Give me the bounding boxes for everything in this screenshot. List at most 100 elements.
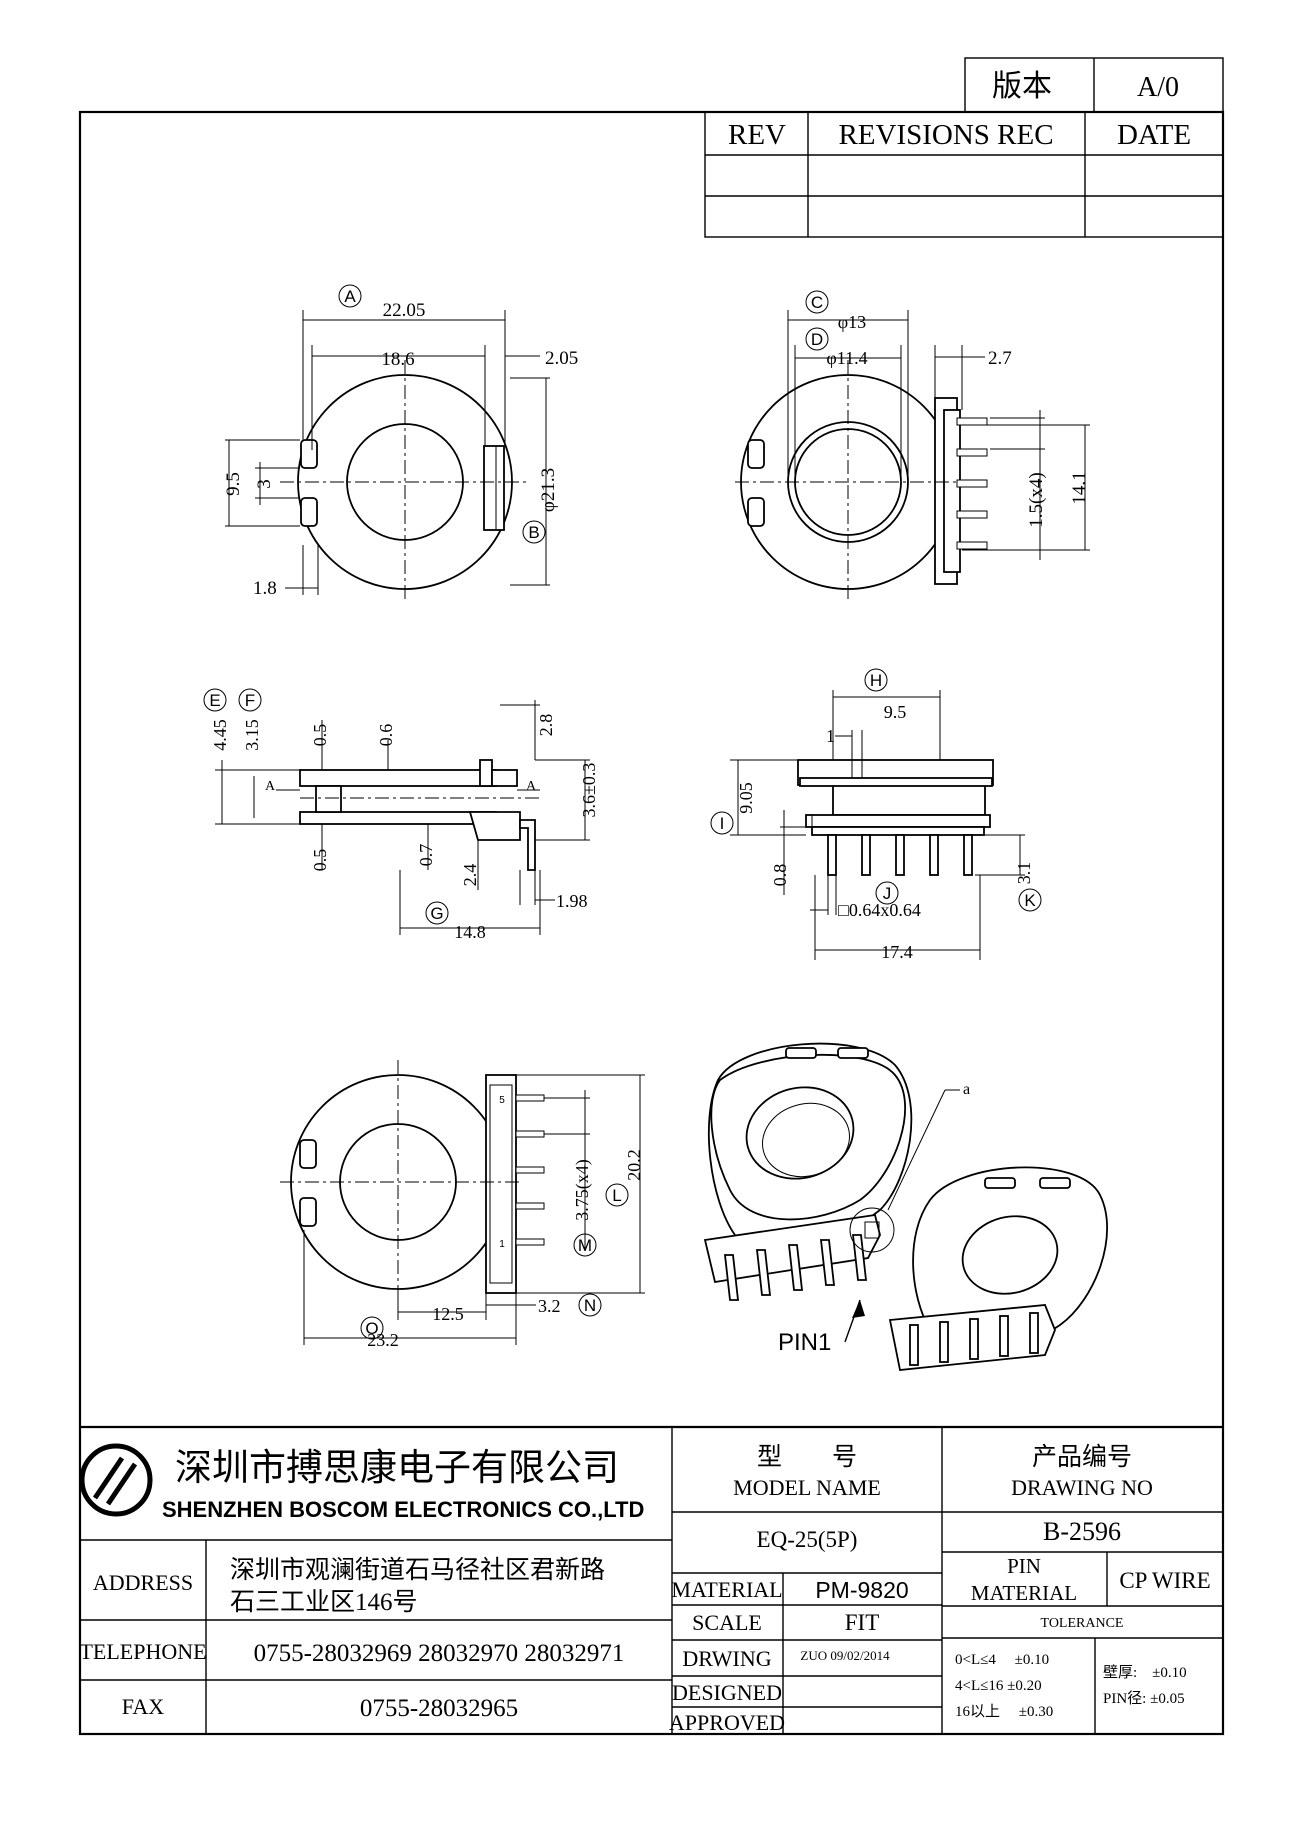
dim-3-75x4: 3.75(x4) [572,1159,593,1221]
sheet-border [78,110,1225,1736]
fax-value: 0755-28032965 [360,1695,518,1722]
dim-0-7: 0.7 [416,844,436,867]
iso-pin1-label: PIN1 [778,1329,831,1356]
dim-1-8: 1.8 [253,578,277,599]
label-k: K [1024,891,1036,910]
dim-1-5x4: 1.5(x4) [1026,472,1047,527]
label-b: B [528,523,539,542]
version-block: 版本 A/0 [964,57,1224,113]
version-value: A/0 [1137,72,1179,103]
company-name-en: SHENZHEN BOSCOM ELECTRONICS CO.,LTD [162,1497,644,1522]
dim-3-2: 3.2 [538,1296,561,1316]
dim-3: 3 [254,479,275,489]
dim-2-05: 2.05 [545,348,578,369]
scale-label: SCALE [692,1610,762,1635]
dim-1-98: 1.98 [556,891,588,911]
tolerance-row-3: 16以上 ±0.30 [955,1703,1053,1720]
dim-2-7: 2.7 [988,348,1012,369]
label-f: F [245,691,255,710]
address-line-2: 石三工业区146号 [230,1588,418,1616]
model-name-en: MODEL NAME [733,1475,881,1500]
label-o: O [365,1319,378,1338]
drawing-no-cn: 产品编号 [1032,1443,1132,1471]
dim-0-8: 0.8 [770,864,790,887]
view-top-left: 22.05 18.6 2.05 φ21.3 B 9.5 3 1.8 A [223,284,578,600]
dim-18-6: 18.6 [381,349,414,370]
view-bottom: 5 1 3.75(x4) M 20.2 L 12.5 3.2 N 23.2 O [280,1060,645,1350]
drawing-no-value: B-2596 [1043,1517,1121,1546]
telephone-label: TELEPHONE [79,1639,206,1664]
material-value: PM-9820 [815,1577,908,1603]
version-label: 版本 [992,70,1052,103]
dim-2-8: 2.8 [536,714,556,737]
pin-label-1: 1 [499,1239,505,1250]
dim-4-45: 4.45 [210,719,230,751]
drawing-no-en: DRAWING NO [1011,1475,1153,1500]
label-g: G [430,904,443,923]
wall-tolerance: 壁厚: ±0.10 [1103,1664,1187,1681]
label-i: I [720,814,725,833]
dim-pin-size: □0.64x0.64 [838,900,921,920]
address-label: ADDRESS [93,1570,193,1595]
scale-value: FIT [845,1610,880,1635]
revisions-header: REVISIONS REC [838,119,1053,151]
dim-phi-13: φ13 [838,312,866,332]
tolerance-row-1: 0<L≤4 ±0.10 [955,1652,1049,1668]
material-label: MATERIAL [671,1577,782,1602]
dim-3-6: 3.6±0.3 [579,763,599,818]
dim-0-5-top: 0.5 [310,724,330,747]
dim-20-2: 20.2 [624,1149,644,1181]
label-l: L [612,1186,621,1205]
dim-12-5: 12.5 [432,1304,464,1324]
tolerance-row-2: 4<L≤16 ±0.20 [955,1678,1042,1694]
dim-22-05: 22.05 [383,300,426,321]
label-a: A [344,287,356,306]
dim-9-5-front: 9.5 [884,702,907,722]
label-d: D [811,330,823,349]
approved-label: APPROVED [669,1710,785,1735]
drwing-label: DRWING [682,1646,771,1671]
rev-header: REV [728,119,786,151]
model-name-cn: 型 号 [757,1443,857,1471]
pin-material-value: CP WIRE [1119,1568,1210,1593]
dim-0-6: 0.6 [376,724,396,747]
telephone-value: 0755-28032969 28032970 28032971 [254,1640,625,1667]
view-isometric: a PIN1 [703,1042,1108,1371]
label-c: C [811,293,823,312]
dim-9-05: 9.05 [736,782,756,814]
section-a-left: A [265,779,276,794]
pin-dia-tolerance: PIN径: ±0.05 [1103,1690,1185,1707]
dim-phi-21-3: φ21.3 [538,468,559,512]
pin-material-label-1: PIN [1007,1554,1041,1578]
label-j: J [883,884,892,903]
title-block: 深圳市搏思康电子有限公司 SHENZHEN BOSCOM ELECTRONICS… [79,1425,1223,1735]
label-h: H [870,671,882,690]
dim-2-4: 2.4 [460,864,480,887]
fax-label: FAX [122,1694,164,1719]
address-line-1: 深圳市观澜街道石马径社区君新路 [230,1556,605,1584]
dim-9-5: 9.5 [223,472,244,496]
dim-3-15: 3.15 [242,719,262,751]
model-value: EQ-25(5P) [757,1527,858,1552]
dim-17-4: 17.4 [881,942,913,962]
label-n: N [584,1296,596,1315]
pin-label-5: 5 [499,1095,505,1106]
dim-1-front: 1 [826,726,835,746]
view-top-right: φ13 φ11.4 2.7 C D 1.5(x4) 14.1 [735,290,1090,600]
pin-material-label-2: MATERIAL [971,1581,1077,1605]
date-header: DATE [1117,119,1191,151]
company-logo [79,1443,153,1517]
drwing-value: ZUO 09/02/2014 [800,1648,890,1663]
designed-label: DESIGNED [672,1680,782,1705]
dim-3-1: 3.1 [1014,862,1034,885]
iso-label-a: a [963,1081,970,1098]
dim-23-2: 23.2 [367,1330,399,1350]
view-side-section: A A 4.45 3.15 E F 0.5 0.6 2.8 3.6±0.3 0.… [203,688,599,942]
dim-0-5-bottom: 0.5 [310,849,330,872]
dim-phi-11-4: φ11.4 [826,348,867,368]
dim-14-1: 14.1 [1069,471,1090,504]
label-e: E [209,691,220,710]
dim-14-8: 14.8 [454,922,486,942]
company-name-cn: 深圳市搏思康电子有限公司 [175,1447,619,1489]
